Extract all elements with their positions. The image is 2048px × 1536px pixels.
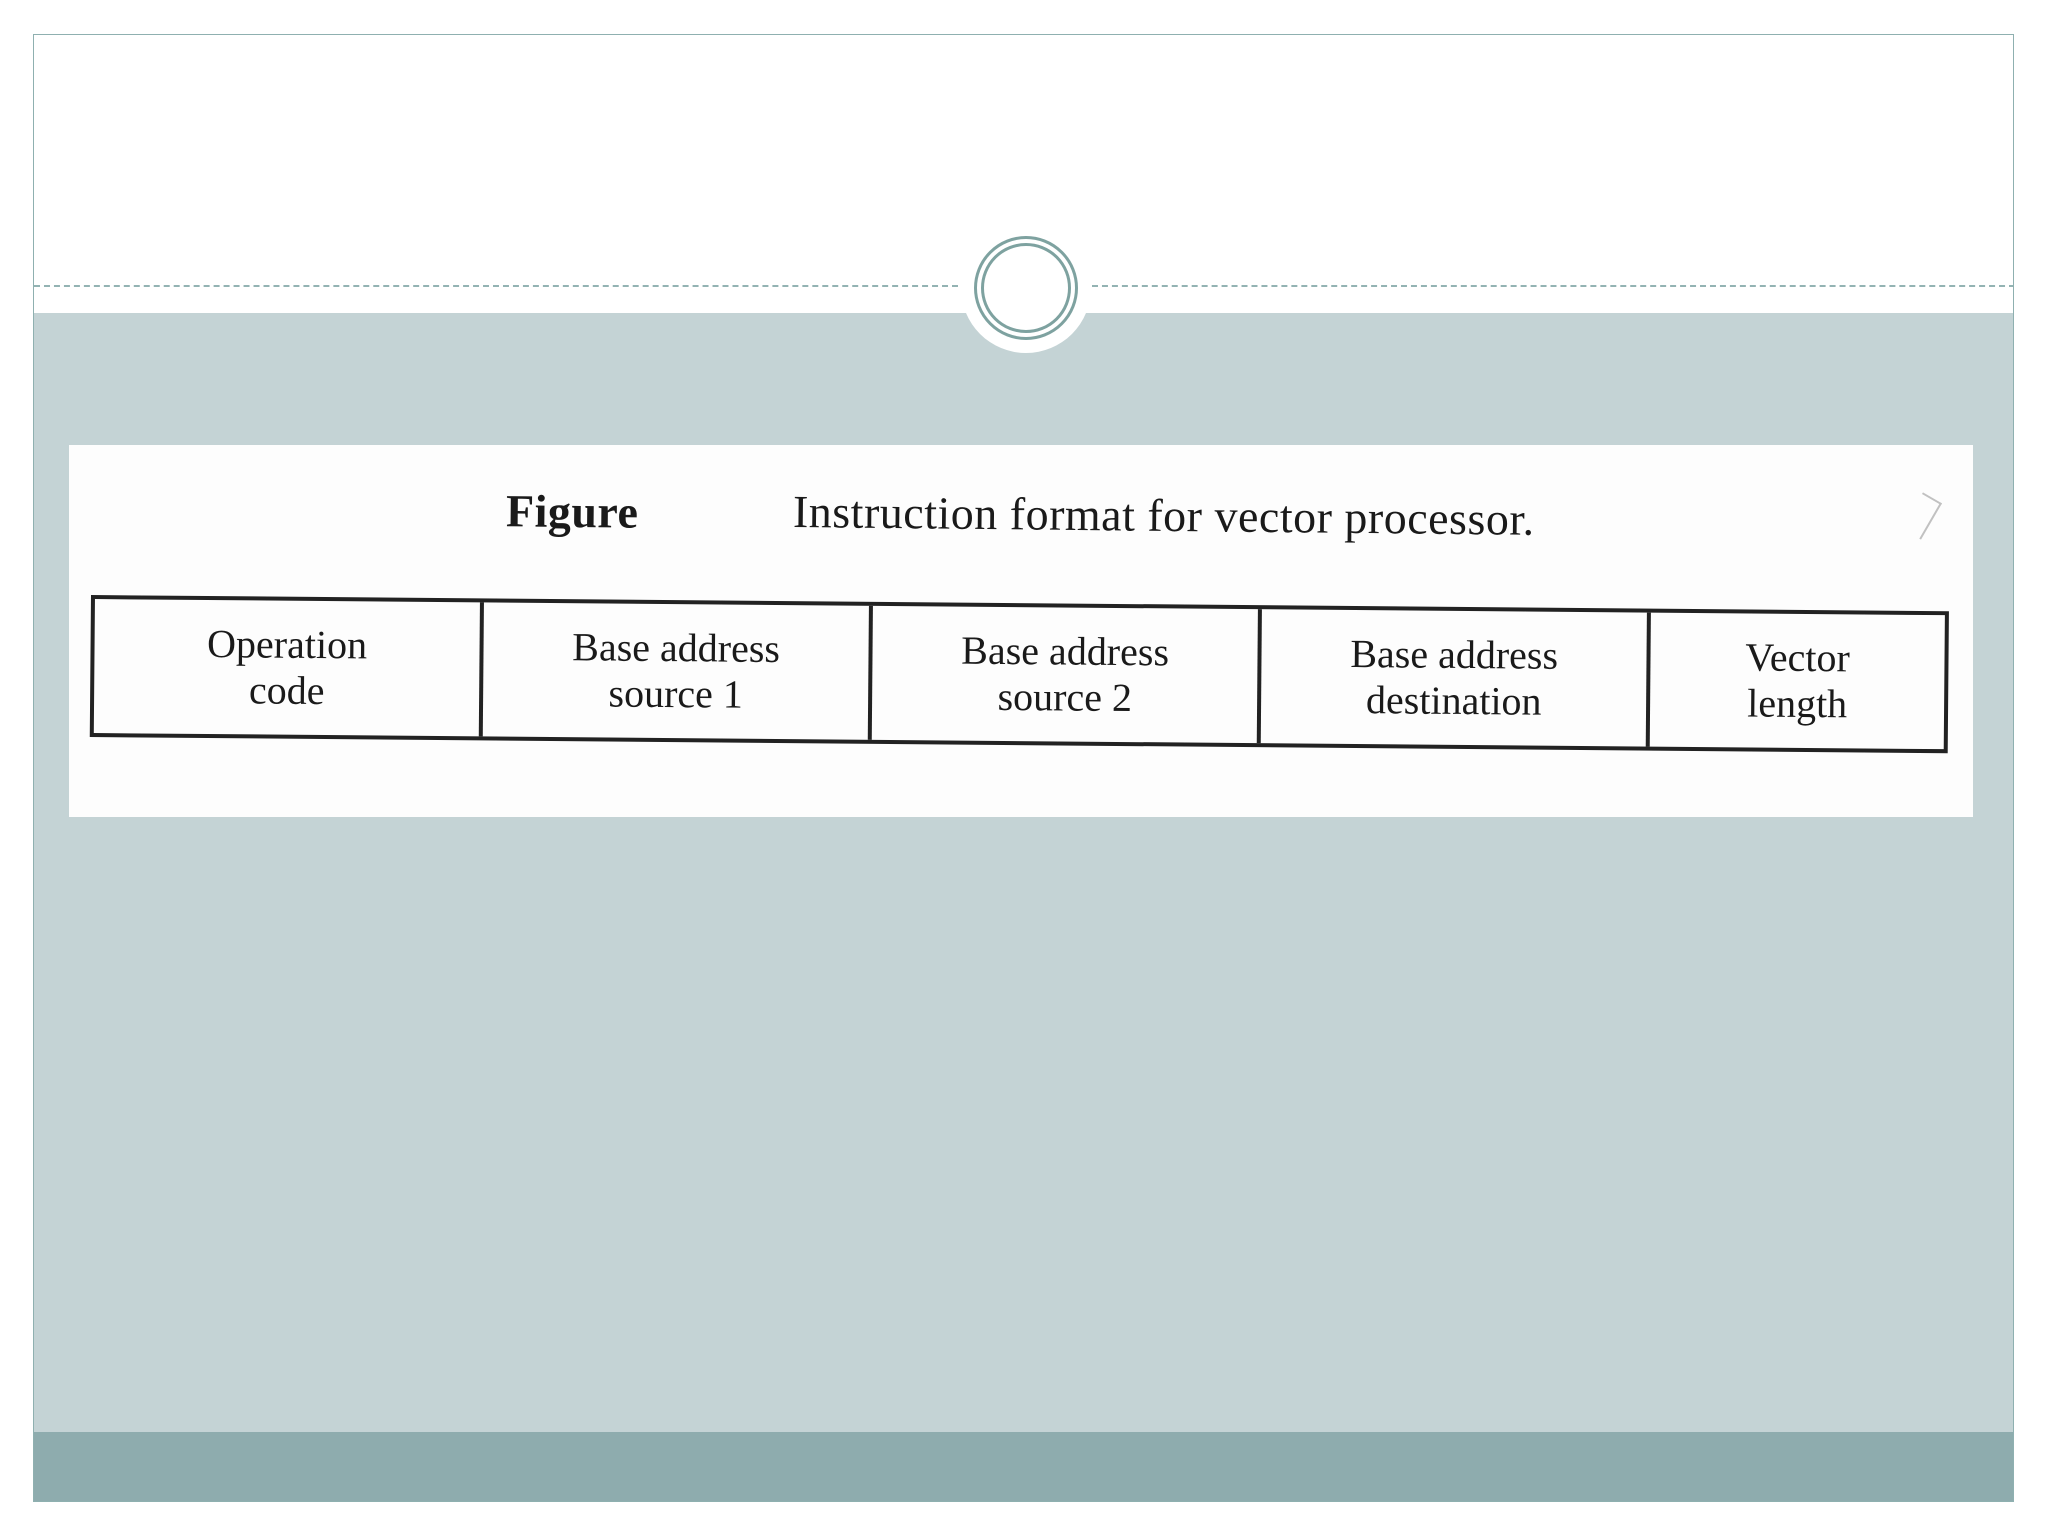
- instruction-format-table: Operation code Base address source 1 Bas…: [89, 595, 1949, 754]
- field-operation-code: Operation code: [93, 599, 484, 737]
- figure-label: Figure: [505, 485, 639, 538]
- double-ring-icon: [974, 236, 1078, 340]
- field-base-address-source-2: Base address source 2: [871, 605, 1263, 744]
- slide: Figure Instruction format for vector pro…: [33, 34, 2014, 1502]
- title-divider-left: [34, 285, 958, 287]
- field-label: Base address source 1: [572, 624, 781, 717]
- field-label: Base address source 2: [961, 627, 1170, 721]
- figure-caption: Instruction format for vector processor.: [792, 486, 1535, 545]
- field-label: Base address destination: [1350, 630, 1559, 724]
- field-base-address-source-1: Base address source 1: [482, 602, 874, 740]
- title-divider-right: [1092, 285, 2013, 287]
- scan-mark: [1901, 492, 1943, 540]
- field-base-address-destination: Base address destination: [1260, 609, 1652, 747]
- footer-bar: [34, 1432, 2013, 1501]
- field-vector-length: Vector length: [1650, 613, 1945, 750]
- double-ring-inner-icon: [981, 243, 1071, 333]
- figure-image: Figure Instruction format for vector pro…: [69, 445, 1973, 817]
- field-label: Vector length: [1745, 634, 1850, 727]
- field-label: Operation code: [206, 621, 368, 714]
